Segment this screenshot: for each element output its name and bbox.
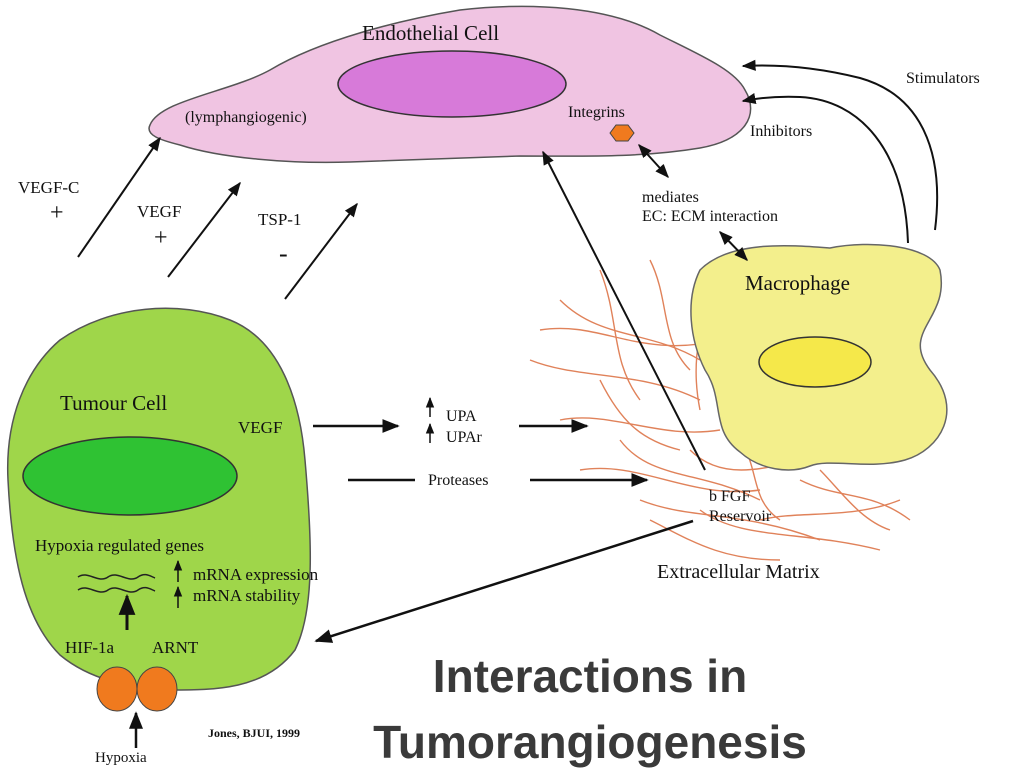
stimulators-arrow (741, 59, 939, 231)
stimulators-label: Stimulators (906, 70, 980, 87)
citation: Jones, BJUI, 1999 (208, 726, 300, 740)
tsp1-label: TSP-1 (258, 210, 301, 229)
macrophage-label: Macrophage (745, 271, 850, 295)
vegf-c-label: VEGF-C (18, 178, 79, 197)
hif-protein-icon (96, 666, 138, 712)
slide-title-line2: Tumorangiogenesis (373, 716, 807, 768)
endothelial-cell: Endothelial Cell (lymphangiogenic) Integ… (148, 5, 752, 164)
inhibitors-arrow (741, 93, 909, 244)
endothelial-cell-label: Endothelial Cell (362, 21, 499, 45)
reservoir-label: Reservoir (709, 508, 772, 525)
tumour-vegf-label: VEGF (238, 418, 282, 437)
angiogenic-factors: VEGF-C + VEGF + TSP-1 - (18, 136, 358, 300)
arnt-label: ARNT (152, 638, 199, 657)
mediates-label: mediates (642, 189, 699, 206)
mrna-stability-label: mRNA stability (193, 586, 301, 605)
bfgf-to-endothelial-arrow (542, 150, 706, 471)
macrophage-ecm-arrow (719, 230, 748, 262)
hypoxia-genes-label: Hypoxia regulated genes (35, 536, 204, 555)
tumour-nucleus (22, 436, 238, 516)
slide-title-line1: Interactions in (433, 650, 747, 702)
endothelial-nucleus (337, 50, 567, 118)
macrophage-nucleus (758, 336, 872, 388)
hif-label: HIF-1a (65, 638, 115, 657)
tsp1-sign: - (279, 239, 288, 268)
macrophage: Macrophage (690, 243, 948, 471)
matrix-to-tumour-arrow (314, 519, 694, 643)
mrna-expression-label: mRNA expression (193, 565, 319, 584)
mrna-wave-icon (77, 573, 156, 580)
lymphangiogenic-label: (lymphangiogenic) (185, 109, 307, 126)
hypoxia-label: Hypoxia (95, 750, 147, 766)
inhibitors-label: Inhibitors (750, 123, 812, 140)
vegf-c-sign: + (50, 200, 64, 226)
upa-label: UPA (446, 408, 477, 425)
tumour-cell: Tumour Cell VEGF Hypoxia regulated genes… (6, 307, 319, 712)
ec-ecm-interaction-label: EC: ECM interaction (642, 208, 778, 225)
mrna-wave-icon (77, 586, 156, 593)
proteases-label: Proteases (428, 472, 488, 489)
extracellular-matrix-fibers (529, 259, 911, 561)
integrins-label: Integrins (568, 104, 625, 121)
vegf-arrow (167, 181, 241, 278)
vegf-c-arrow (77, 136, 161, 258)
integrin-receptor-icon (609, 124, 635, 142)
vegf-factor-label: VEGF (137, 202, 181, 221)
integrin-mediation-arrow (638, 143, 669, 179)
arnt-protein-icon (136, 666, 178, 712)
upar-label: UPAr (446, 429, 483, 446)
bfgf-label: b FGF (709, 488, 750, 505)
vegf-sign: + (154, 225, 168, 251)
tumour-cell-label: Tumour Cell (60, 391, 167, 415)
tsp1-arrow (284, 202, 358, 300)
extracellular-matrix-label: Extracellular Matrix (657, 561, 820, 583)
